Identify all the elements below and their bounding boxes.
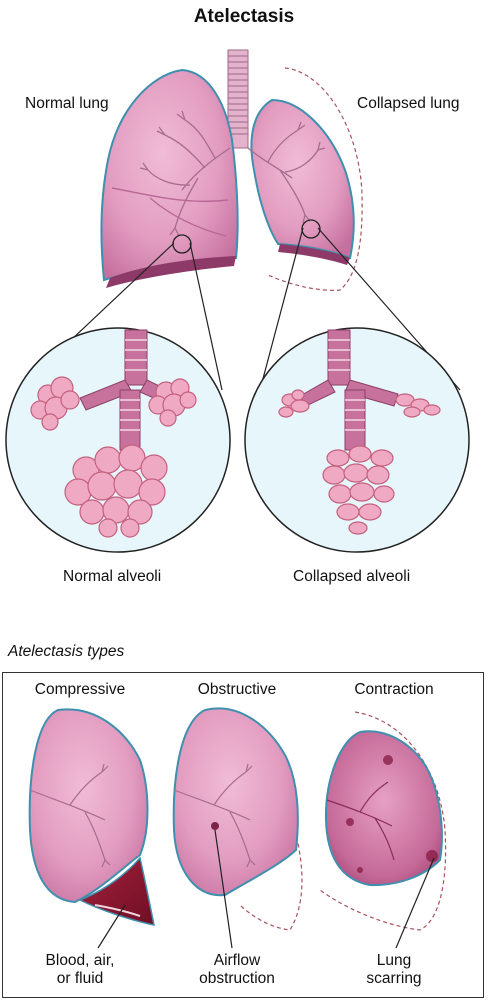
normal-alveoli-illustration [5,327,231,553]
original-lung-outline [319,711,447,931]
collapsed-lung [247,67,363,291]
type-obstructive-label: Obstructive [197,681,277,698]
obstructive-cause-label: Airflow obstruction [199,952,275,987]
collapsed-lung-label: Collapsed lung [357,95,460,112]
blood-fluid-area [78,856,155,926]
normal-alveoli-label: Normal alveoli [63,568,162,585]
callout-lines [97,829,435,949]
types-panel [2,672,484,998]
contraction-lung [319,711,447,931]
collapsed-zoom-marker [301,219,321,239]
original-lung-outline [239,829,303,931]
normal-zoom-marker [172,234,192,254]
normal-lung [100,68,239,288]
airflow-obstruction-marker [211,822,219,830]
compressive-lung [28,708,155,926]
obstructive-lung [172,707,303,931]
normal-lung-label: Normal lung [25,95,109,112]
contraction-cause-label: Lung scarring [366,952,422,987]
collapsed-alveoli-label: Collapsed alveoli [293,568,411,585]
scar-tissue [346,755,438,873]
trachea [227,49,249,149]
types-section-title: Atelectasis types [8,643,125,660]
collapsed-alveoli-illustration [244,327,470,553]
compressive-cause-label: Blood, air, or fluid [45,952,115,987]
type-contraction-label: Contraction [354,681,434,698]
type-compressive-label: Compressive [34,681,126,698]
diagram-title: Atelectasis [193,6,295,27]
